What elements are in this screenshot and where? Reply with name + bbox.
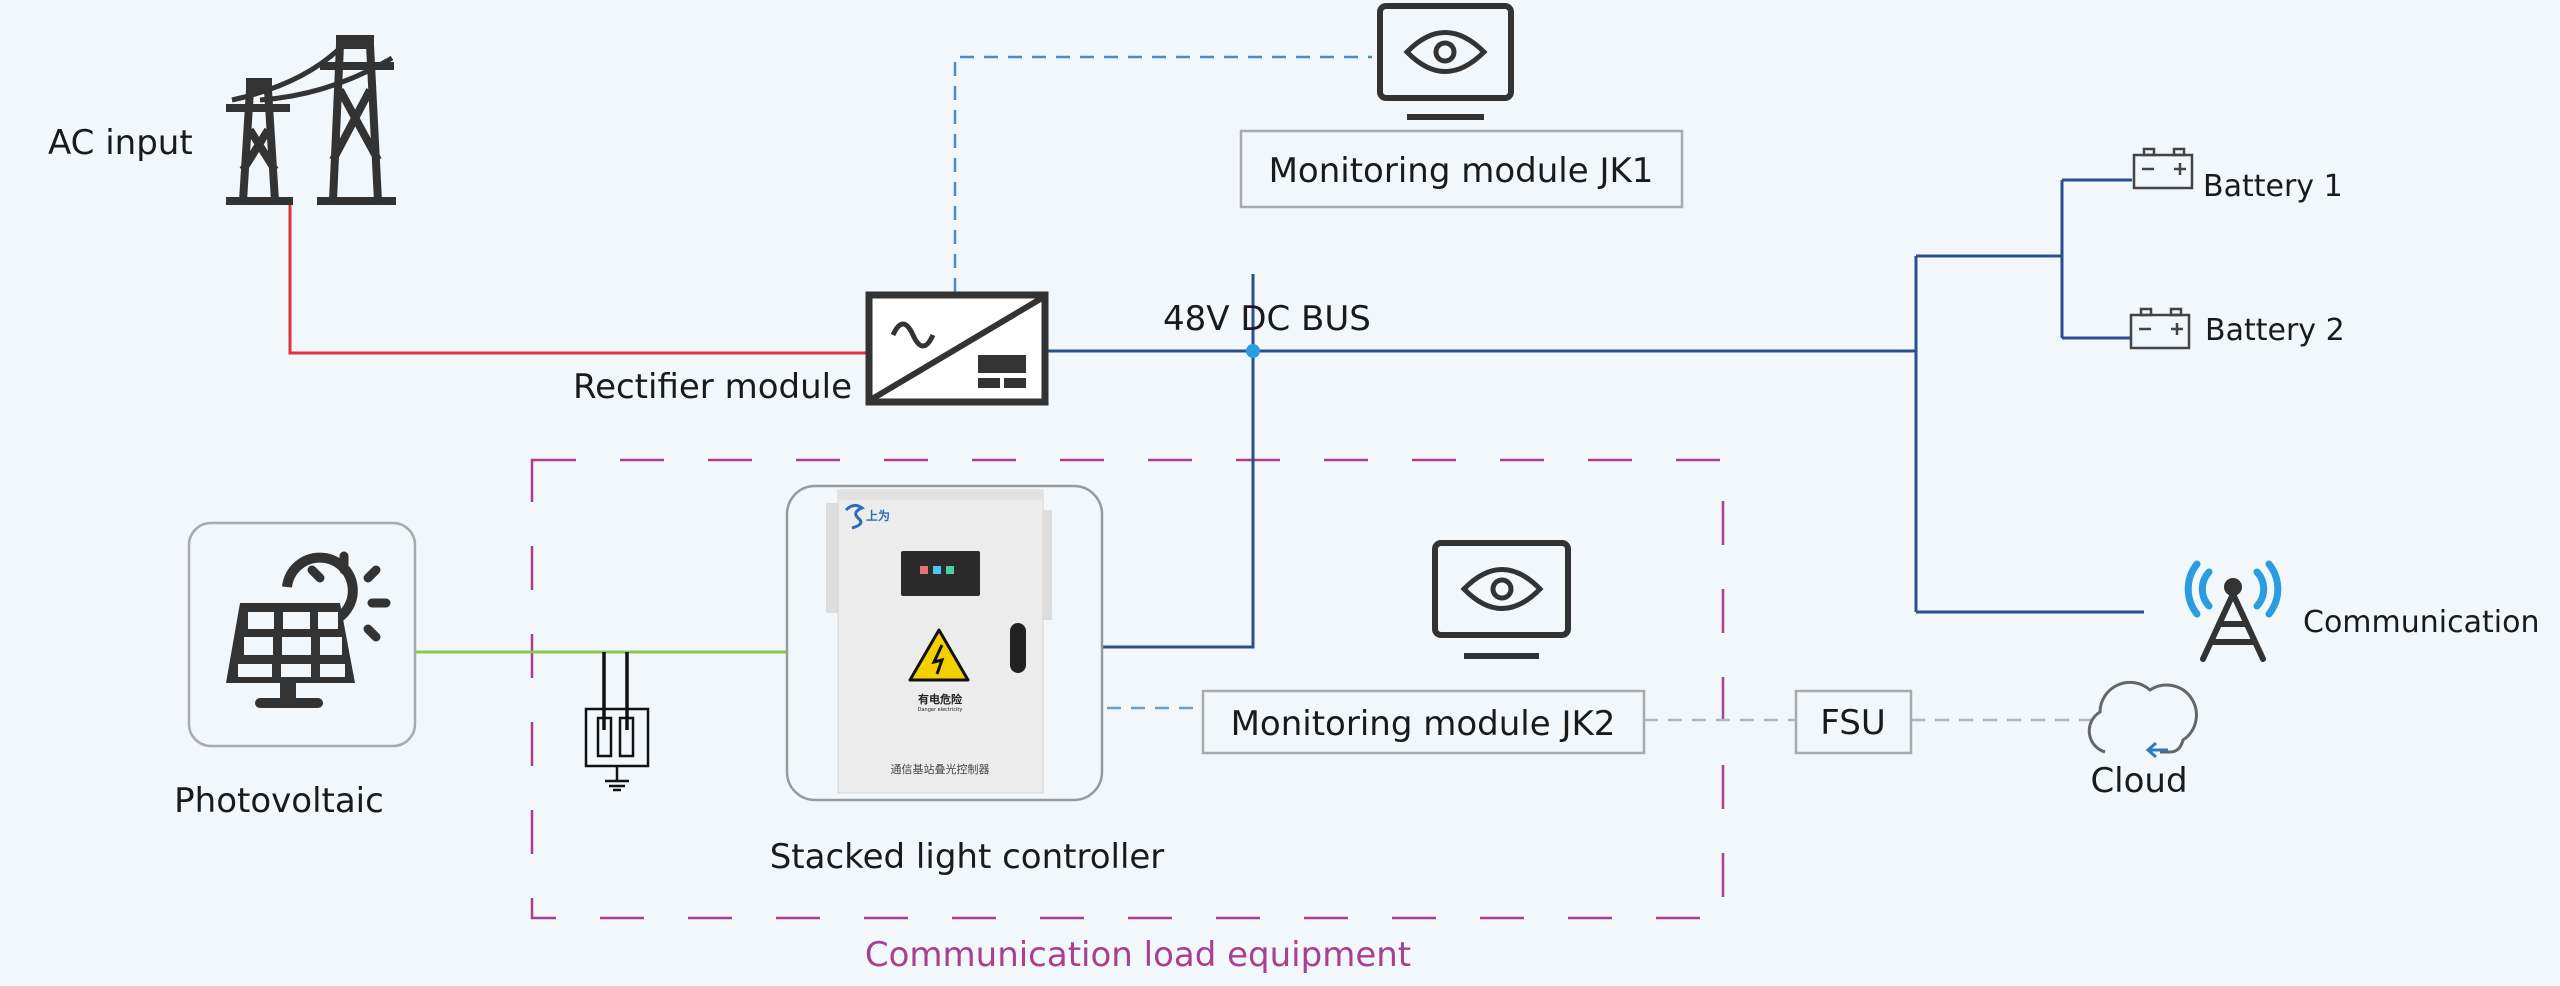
photovoltaic-label: Photovoltaic	[174, 781, 384, 821]
power-tower-icon	[226, 35, 396, 205]
solar-panel-icon	[226, 551, 391, 708]
monitor-eye-icon	[1432, 540, 1571, 659]
battery-icon	[2129, 307, 2191, 350]
controller-label: Stacked light controller	[770, 837, 1165, 877]
monitor-jk1-signal-line	[953, 55, 1372, 292]
controller-cabinet-image: 上为 有电危险 Danger electricity 通信基站叠光控制器	[826, 489, 1052, 794]
fsu-box	[1794, 689, 1913, 755]
ac-line	[288, 205, 866, 355]
antenna-icon	[2184, 560, 2282, 662]
controller-dc-line	[1102, 274, 1255, 649]
rectifier-label: Rectifier module	[573, 367, 852, 407]
cabinet-warning-cn: 有电危险	[918, 692, 963, 706]
cabinet-nameplate: 通信基站叠光控制器	[891, 762, 990, 776]
cabinet-warning-en: Danger electricity	[918, 707, 963, 713]
monitor-jk2-label: Monitoring module JK2	[1231, 704, 1616, 744]
cabinet-brand: 上为	[866, 508, 890, 523]
communication-label: Communication	[2303, 605, 2539, 640]
surge-protector-icon	[584, 652, 650, 780]
battery-icon	[2132, 147, 2194, 190]
monitor-jk1-label: Monitoring module JK1	[1269, 151, 1654, 191]
bus-junction	[1246, 344, 1260, 358]
group-label: Communication load equipment	[865, 935, 1411, 975]
monitor-jk2-box	[1201, 689, 1646, 755]
monitor-jk1-box	[1239, 129, 1684, 209]
cloud-icon	[2087, 680, 2198, 759]
communication-load-group-border	[530, 458, 1725, 920]
ac-input-label: AC input	[48, 123, 193, 163]
ground-icon	[605, 779, 629, 792]
battery2-label: Battery 2	[2205, 313, 2345, 348]
cloud-label: Cloud	[2090, 761, 2187, 801]
fsu-label: FSU	[1820, 703, 1885, 743]
monitor-eye-icon	[1377, 3, 1514, 120]
battery1-label: Battery 1	[2203, 169, 2343, 204]
dc-bus-label: 48V DC BUS	[1163, 299, 1371, 339]
rectifier-icon	[865, 291, 1049, 406]
